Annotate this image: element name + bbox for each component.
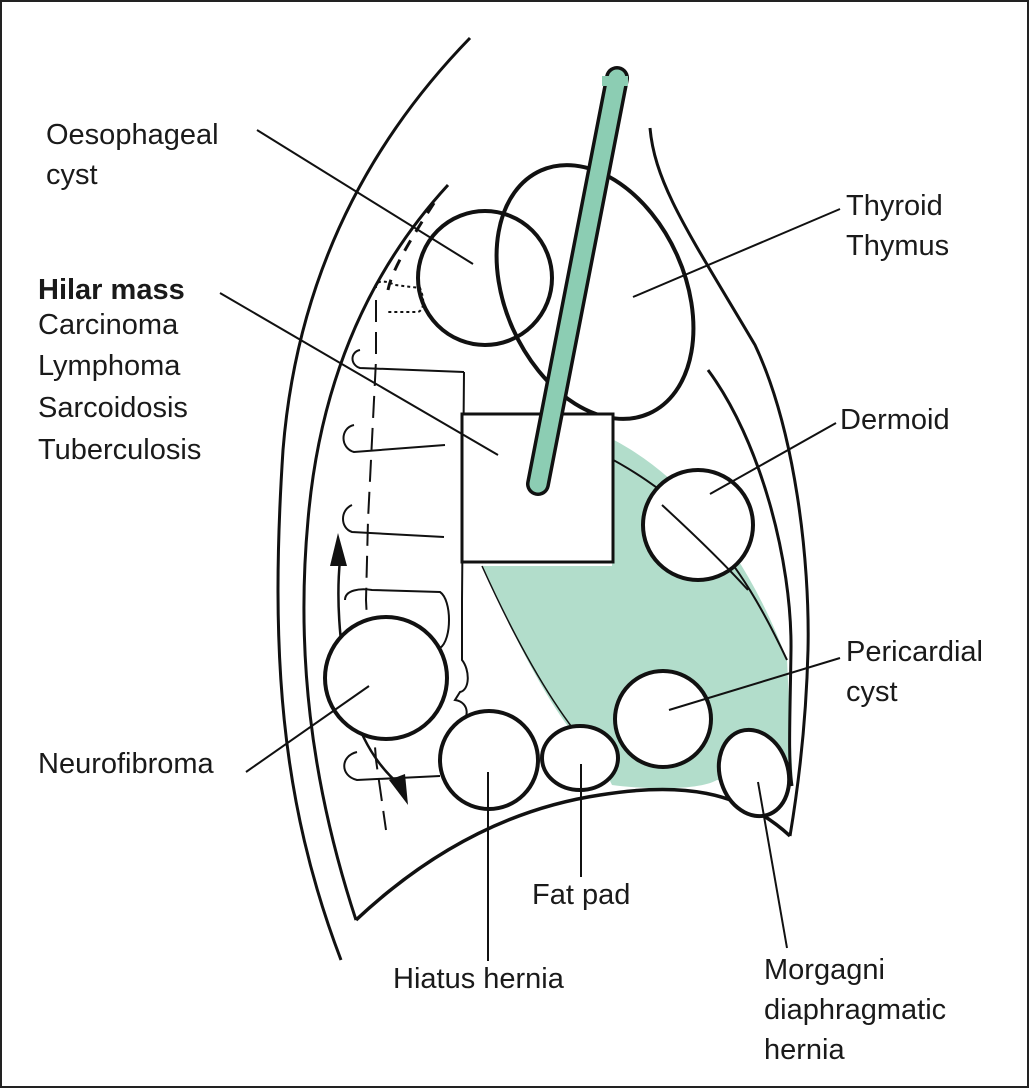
label-thyroid: Thyroid (846, 190, 943, 222)
label-neurofibroma: Neurofibroma (38, 748, 214, 780)
label-pericardial: Pericardial (846, 636, 983, 668)
label-sarcoidosis: Sarcoidosis (38, 392, 188, 424)
dermoid-heart-line (661, 504, 749, 591)
spine-dashed-line (364, 300, 387, 831)
vertebra-inner-outline (344, 588, 450, 649)
leader-oesophageal-cyst (256, 129, 474, 265)
leader-hilar-mass (219, 292, 499, 456)
oesophageal-cyst-circle (416, 209, 554, 347)
leader-pericardial-cyst (668, 657, 841, 711)
label-pericardial-cyst: cyst (846, 676, 898, 708)
label-diaphragmatic: diaphragmatic (764, 994, 947, 1026)
trachea-top-cap (602, 76, 628, 86)
label-oesophageal-cyst: cyst (46, 159, 98, 191)
label-tuberculosis: Tuberculosis (38, 434, 202, 466)
rib-stub-3 (342, 504, 445, 538)
leader-dermoid (709, 422, 837, 495)
heart-shaded-region (482, 440, 793, 789)
leader-thyroid-thymus (632, 208, 841, 298)
label-dermoid: Dermoid (840, 404, 950, 436)
leader-morgagni (757, 781, 788, 949)
label-thymus: Thymus (846, 230, 950, 262)
spine-arrow-up-head (330, 533, 347, 566)
label-carcinoma: Carcinoma (38, 309, 179, 341)
pericardial-cyst-circle (613, 669, 713, 769)
spine-dotted-top (374, 280, 425, 313)
anterior-wall-inner (706, 369, 794, 787)
label-hiatus-hernia: Hiatus hernia (393, 963, 564, 995)
rib-stub-4 (343, 751, 441, 782)
dermoid-circle (641, 468, 755, 582)
rib-stub-1 (351, 349, 465, 373)
spine-arrow-down-head (389, 774, 408, 805)
leader-neurofibroma (245, 685, 370, 773)
chest-wall-inner (302, 183, 450, 921)
anterior-wall-outer (648, 127, 810, 837)
label-lymphoma: Lymphoma (38, 350, 181, 382)
chest-wall-outer (276, 36, 472, 961)
trachea-tube (529, 69, 626, 493)
label-fat-pad: Fat pad (532, 879, 631, 911)
morgagni-ellipse (716, 727, 792, 819)
rib-stub-2 (342, 424, 446, 454)
label-hilar-mass: Hilar mass (38, 274, 185, 306)
thyroid-thymus-ellipse (494, 163, 696, 421)
neurofibroma-circle (323, 615, 449, 741)
label-morgagni: Morgagni (764, 954, 885, 986)
label-oesophageal: Oesophageal (46, 119, 219, 151)
label-hernia: hernia (764, 1034, 845, 1066)
